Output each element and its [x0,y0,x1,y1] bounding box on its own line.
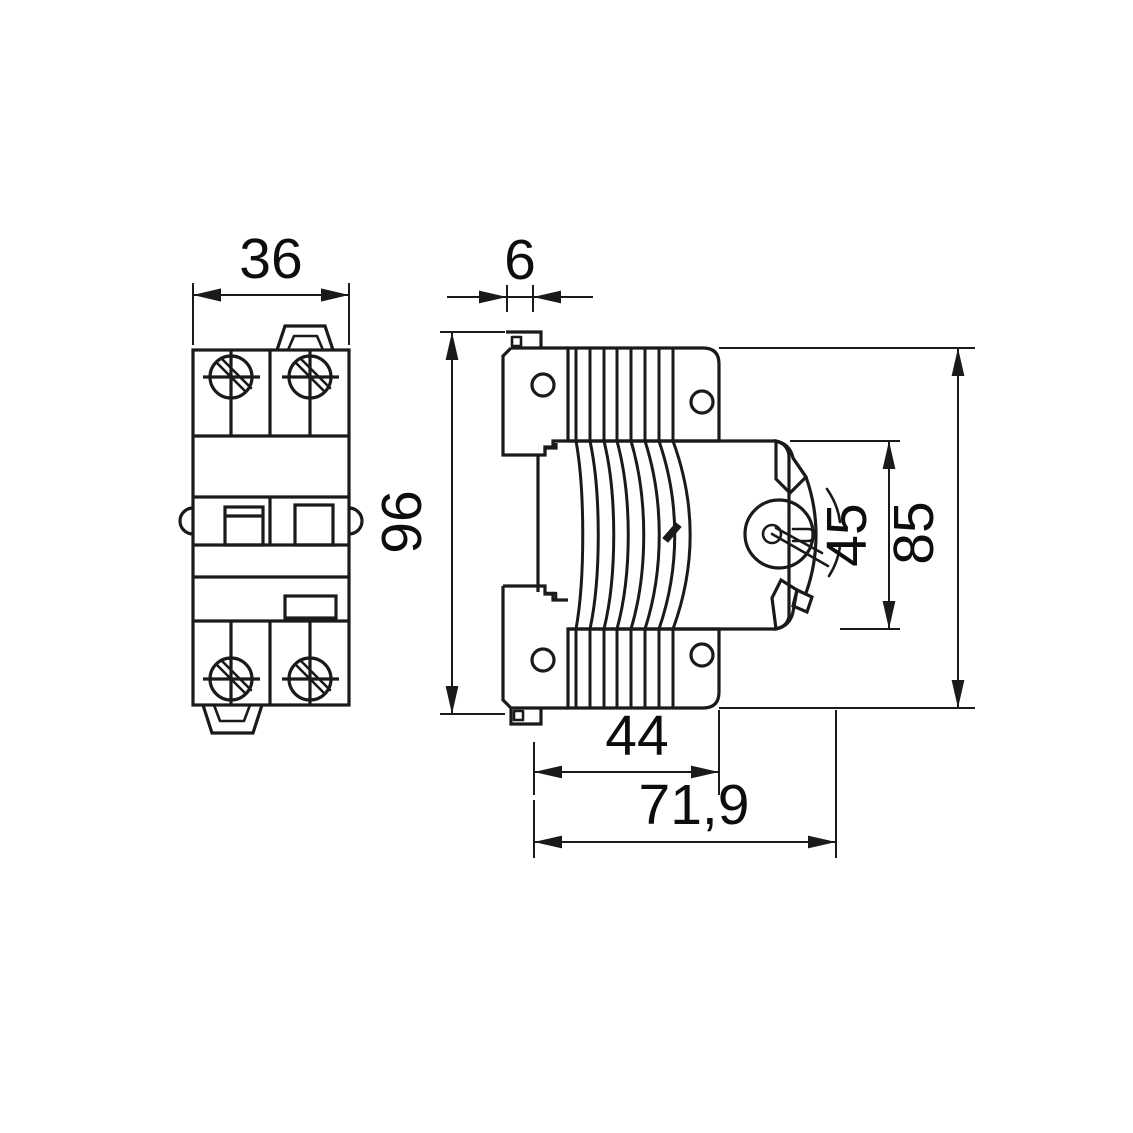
arrow-left [534,835,562,849]
fin-3-mid [602,440,616,630]
screw-slot-diag-b [298,658,332,692]
front-top-din-clip [275,324,335,352]
screw-slot-diag-b [219,356,253,390]
dimension-height-45: 45 [790,440,900,630]
dimension-width-36: 36 [192,227,350,345]
side-body [566,346,791,710]
clip-inner-top [286,334,325,352]
fin-8-mid [671,440,692,630]
arrow-right [808,835,836,849]
handle-outer-edge[interactable] [804,476,818,594]
clip-inner-bottom [212,703,252,723]
side-rear-plate [501,330,568,726]
screw-slot-diag-a [293,360,327,394]
dimension-label-44: 44 [605,704,668,768]
arrow-bottom [445,686,459,714]
front-screw-top-left [203,354,260,400]
arrow-top [882,441,896,469]
fin-7-mid [657,440,677,630]
rotary-handle-assembly[interactable] [743,439,842,631]
rear-plate-latch-lower [503,584,568,602]
mounting-hole-body-top [689,389,715,415]
front-label-window [283,594,338,620]
screw-slot-diag-b [298,356,332,390]
dimension-label-96: 96 [370,490,434,553]
screw-slot-diag-b [219,658,253,692]
rear-plate-top-tab-inner [510,335,523,348]
rear-plate-latch-lower-detail [543,584,558,600]
arrow-left [193,288,221,302]
slot-mark [662,522,682,543]
front-side-notch-left [178,506,194,536]
toggle-window-rect[interactable] [223,505,265,547]
dimension-label-85: 85 [882,501,946,564]
rear-plate-bottom-tab [509,708,543,726]
handle-pointer-tip [791,527,816,543]
screw-slot-diag-a [214,360,248,394]
front-screw-bottom-right [282,656,339,702]
rear-plate-top-tab [506,330,543,348]
clip-outer-top [275,324,335,351]
handle-upper-wing[interactable] [774,439,809,496]
arrow-top [445,332,459,360]
dimension-label-6: 6 [504,228,536,292]
dimension-depth-6: 6 [447,228,593,312]
clip-outer-bottom [201,704,264,735]
arrow-top [951,348,965,376]
dimension-label-45: 45 [815,503,879,566]
fin-5-mid [629,440,646,630]
dimension-label-71-9: 71,9 [639,773,750,837]
body-central-enclosure [568,439,791,631]
dimension-depth-44: 44 [533,704,720,795]
front-toggle-window-right[interactable] [293,503,335,547]
dimension-height-85: 85 [719,347,975,709]
rear-plate-lower [501,586,568,710]
front-screw-bottom-left [203,656,260,702]
fin-1-mid [574,440,585,630]
rear-plate-bottom-tab-inner [512,709,525,722]
front-toggle-window-left[interactable] [223,505,265,547]
front-bottom-din-clip [201,703,264,735]
pivot-circle[interactable] [743,498,815,570]
screw-slot-diag-a [214,662,248,696]
arc-indicator-lower [827,544,842,578]
arrow-bottom [882,601,896,629]
mounting-hole-rear-top [530,372,556,398]
dimension-label-36: 36 [239,227,302,291]
rear-plate-upper [501,346,568,457]
arrow-right [321,288,349,302]
pivot-hub [761,523,783,545]
front-side-notch-right [348,506,364,536]
dimension-depth-71-9: 71,9 [533,710,837,858]
arrow-left [534,765,562,779]
body-lower-shoulder [566,627,721,710]
arrow-left-outward [479,290,507,304]
mounting-hole-rear-bottom [530,647,556,673]
fin-6-mid [643,440,661,630]
fin-2-mid [588,440,600,630]
arrow-bottom [951,680,965,708]
body-upper-shoulder [566,346,721,443]
screw-slot-diag-a [293,662,327,696]
handle-small-tab[interactable] [791,587,814,615]
handle-lower-wing[interactable] [770,577,799,631]
side-view: 6 96 [370,228,975,858]
front-screw-top-right [282,354,339,400]
fin-4-mid [615,440,630,630]
cooling-fins [574,348,692,708]
handle-pointer-arm[interactable] [770,532,830,568]
toggle-window-rect[interactable] [293,503,335,547]
dimension-height-96: 96 [370,331,505,715]
mounting-hole-body-bottom [689,642,715,668]
rear-plate-latch-upper [543,443,558,455]
front-view: 36 [178,227,364,735]
arrow-right [691,765,719,779]
arrow-right-outward [533,290,561,304]
handle-shank-upper[interactable] [791,457,808,478]
arc-indicator-upper [825,487,842,524]
